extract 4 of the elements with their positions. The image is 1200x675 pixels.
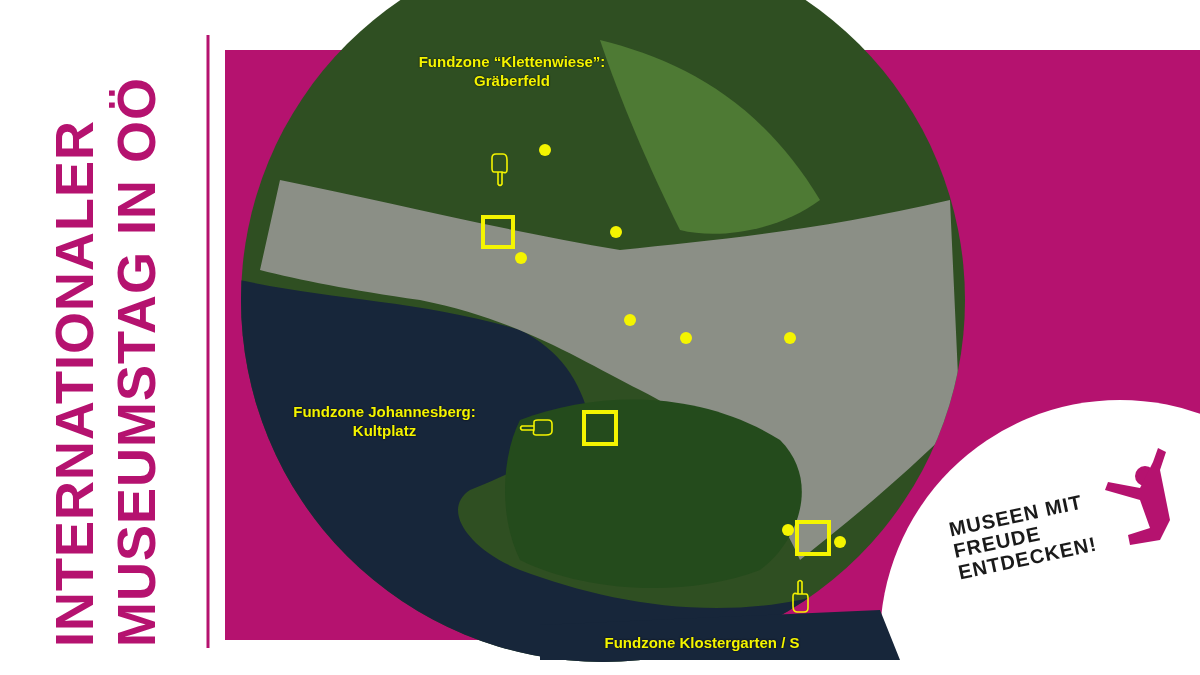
site-label: Fundzone Johannesberg: Kultplatz (292, 402, 477, 440)
site-label: Fundzone Klostergarten / S (603, 633, 801, 652)
site-label: Fundzone “Klettenwiese”: Gräberfeld (417, 52, 607, 90)
event-title: INTERNATIONALER MUSEUMSTAG IN OÖ (43, 76, 167, 647)
